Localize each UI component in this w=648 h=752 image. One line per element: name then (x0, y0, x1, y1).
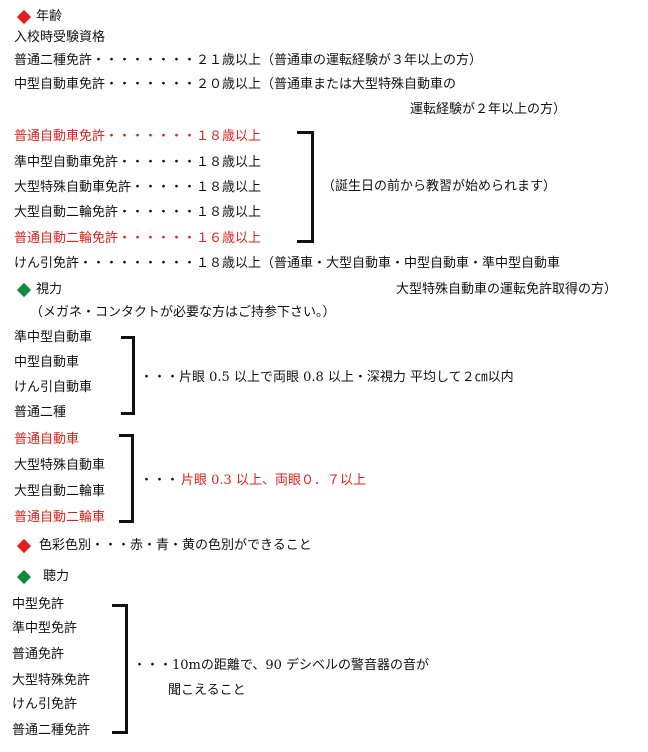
hearing-group-item: けん引免許 (12, 697, 78, 712)
hearing-group-item: 普通二種免許 (12, 723, 91, 738)
age-subheading: 入校時受験資格 (14, 30, 106, 45)
vision-group2-bracket (119, 434, 134, 523)
vision-heading: 視力 (36, 282, 63, 297)
age-group-note: （誕生日の前から教習が始められます） (322, 179, 557, 194)
age-line-towing: けん引免許・・・・・・・・・１８歳以上（普通車・大型自動車・中型自動車・準中型自… (14, 256, 561, 271)
vision-group1-item: けん引自動車 (14, 380, 93, 395)
age-line-medium-cont: 運転経験が２年以上の方） (410, 102, 567, 117)
vision-group1-item: 中型自動車 (14, 355, 80, 370)
vision-group1-item: 普通二種 (14, 405, 67, 420)
age-group-bracket (297, 131, 314, 243)
age-group-item: 普通自動車免許・・・・・・・１８歳以上 (14, 129, 262, 144)
green-diamond-icon (16, 569, 32, 585)
age-group-item: 普通自動二輪免許・・・・・・１６歳以上 (14, 231, 262, 246)
hearing-group-item: 準中型免許 (12, 621, 78, 636)
red-diamond-icon (16, 538, 32, 554)
vision-group2-item: 普通自動車 (14, 432, 80, 447)
age-heading: 年齢 (36, 9, 63, 24)
vision-group2-rule: 片眼 0.3 以上、両眼０．７以上 (181, 473, 366, 488)
age-group-item: 大型自動二輪免許・・・・・・１８歳以上 (14, 205, 262, 220)
hearing-group-item: 普通免許 (12, 647, 65, 662)
color-vision-heading: 色彩色別・・・赤・青・黄の色別ができること (39, 538, 312, 553)
age-group-item: 大型特殊自動車免許・・・・・１８歳以上 (14, 180, 262, 195)
age-line-towing-cont: 大型特殊自動車の運転免許取得の方） (396, 282, 618, 297)
vision-group2-item: 普通自動二輪車 (14, 510, 106, 525)
age-group-item: 準中型自動車免許・・・・・・１８歳以上 (14, 155, 262, 170)
red-diamond-icon (16, 9, 32, 25)
age-line-second-class: 普通二種免許・・・・・・・・２１歳以上（普通車の運転経験が３年以上の方） (14, 53, 483, 68)
vision-group2-prefix: ・・・ (140, 473, 180, 488)
vision-group1-item: 準中型自動車 (14, 330, 93, 345)
vision-group2-item: 大型特殊自動車 (14, 458, 106, 473)
hearing-rule-line1: ・・・10mの距離で、90 デシベルの警音器の音が (133, 658, 430, 673)
vision-group1-rule: ・・・片眼 0.5 以上で両眼 0.8 以上・深視力 平均して２㎝以内 (140, 370, 514, 385)
vision-group2-item: 大型自動二輪車 (14, 484, 106, 499)
hearing-heading: 聴力 (43, 569, 70, 584)
hearing-rule-line2: 聞こえること (168, 683, 246, 698)
hearing-group-bracket (112, 604, 128, 734)
hearing-group-item: 中型免許 (12, 597, 65, 612)
vision-group1-bracket (121, 336, 135, 415)
vision-note: （メガネ・コンタクトが必要な方はご持参下さい。） (30, 305, 336, 320)
hearing-group-item: 大型特殊免許 (12, 673, 91, 688)
green-diamond-icon (16, 282, 32, 298)
age-line-medium: 中型自動車免許・・・・・・・２０歳以上（普通車または大型特殊自動車の (14, 77, 457, 92)
